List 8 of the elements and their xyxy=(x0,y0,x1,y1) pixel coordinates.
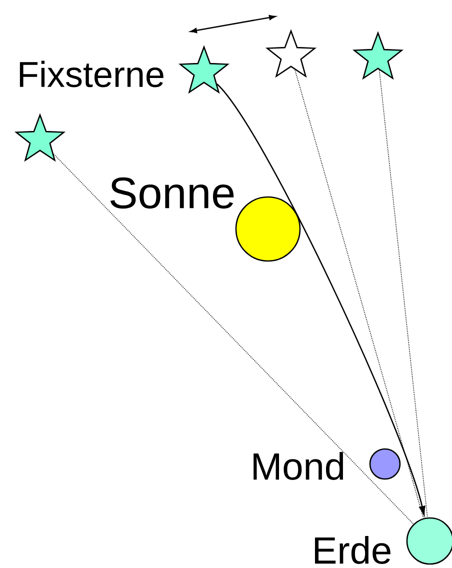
planet-label: Mond xyxy=(254,452,344,480)
sight-line xyxy=(378,70,428,518)
planet-label: Erde xyxy=(314,536,390,564)
planet-label: Sonne xyxy=(110,177,234,209)
sight-line xyxy=(294,69,424,519)
curved-arrow xyxy=(216,84,426,516)
sight-line xyxy=(53,154,414,524)
star-label: Fixsterne xyxy=(20,60,164,88)
